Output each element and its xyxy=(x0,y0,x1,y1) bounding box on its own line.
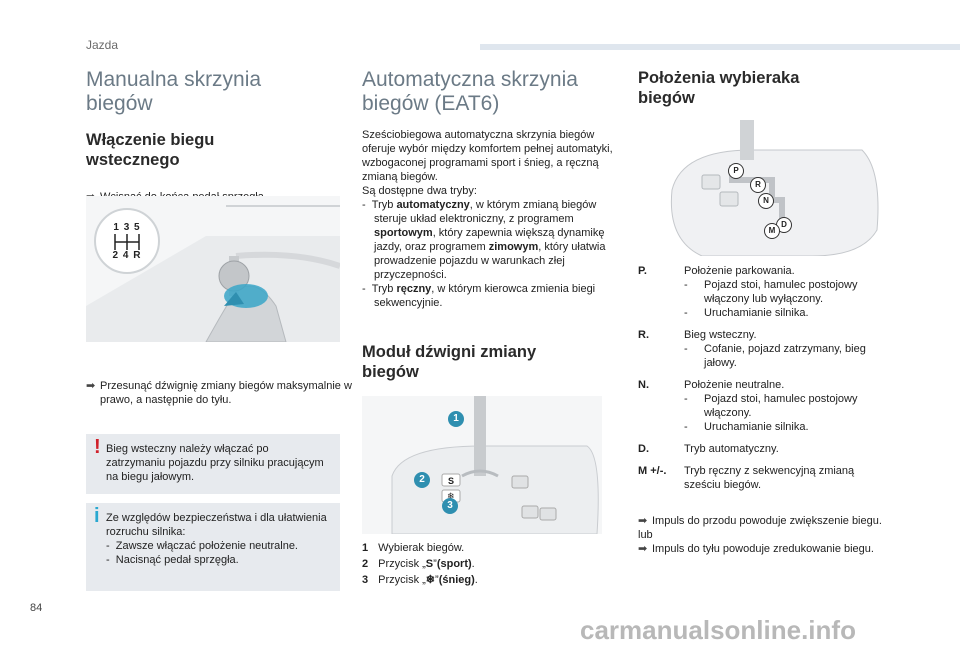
sport-button-label: S xyxy=(448,476,455,486)
selector-positions-title: Położenia wybieraka biegów xyxy=(638,69,800,107)
manual-gearbox-title: Manualna skrzynia biegów xyxy=(86,68,262,115)
mode-manual: - Tryb ręczny, w którym kierowca zmienia… xyxy=(362,283,596,309)
section-label: Jazda xyxy=(86,38,119,52)
col-manual: Manualna skrzynia biegów Włączenie biegu… xyxy=(86,68,336,204)
impulse-down: ➡Impuls do tyłu powoduje zredukowanie bi… xyxy=(638,543,874,555)
callout-2: 2 xyxy=(414,472,430,488)
info-icon: i xyxy=(94,505,100,527)
pointer-icon: ➡ xyxy=(86,380,96,392)
info-intro: Ze względów bezpieczeństwa i dla ułatwie… xyxy=(106,512,327,538)
gate-label-m: M xyxy=(764,223,780,239)
def-m: M +/-. Tryb ręczny z sekwencyjną zmianą … xyxy=(638,465,855,491)
def-n: N. Położenie neutralne. -Pojazd stoi, ha… xyxy=(638,379,858,433)
module-title: Moduł dźwigni zmiany biegów xyxy=(362,343,537,381)
warning-text: Bieg wsteczny należy włączać po zatrzyma… xyxy=(106,443,324,483)
info-box: i Ze względów bezpieczeństwa i dla ułatw… xyxy=(86,503,340,591)
info-item: - Nacisnąć pedał sprzęgła. xyxy=(106,554,239,566)
reverse-gear-title: Włączenie biegu wstecznego xyxy=(86,131,215,169)
selector-module-illustration: S ❄ 1 2 3 xyxy=(362,396,602,535)
positions-definitions: P. Położenie parkowania. -Pojazd stoi, h… xyxy=(638,264,888,500)
gate-label-p: P xyxy=(728,163,744,179)
mode-automatic: - Tryb automatyczny, w którym zmianą bie… xyxy=(362,199,606,281)
gate-illustration: P R N D M xyxy=(662,120,882,257)
legend-item: 2 Przycisk „S” (sport). xyxy=(362,558,475,570)
info-item: - Zawsze włączać położenie neutralne. xyxy=(106,540,298,552)
module-legend: 1 Wybierak biegów. 2 Przycisk „S” (sport… xyxy=(362,540,612,588)
gate-label-n: N xyxy=(758,193,774,209)
step-shift-reverse: ➡Przesunąć dźwignię zmiany biegów maksym… xyxy=(86,380,352,406)
warning-icon: ! xyxy=(94,436,101,458)
automatic-intro: Sześciobiegowa automatyczna skrzynia bie… xyxy=(362,129,613,183)
gate-label-r: R xyxy=(750,177,766,193)
automatic-gearbox-title: Automatyczna skrzynia biegów (EAT6) xyxy=(362,68,578,115)
pointer-icon: ➡ xyxy=(638,515,648,527)
def-r: R. Bieg wsteczny. -Cofanie, pojazd zatrz… xyxy=(638,329,866,369)
warning-box: ! Bieg wsteczny należy włączać po zatrzy… xyxy=(86,434,340,494)
snow-button-label: ❄ xyxy=(447,491,455,501)
impulse-or: lub xyxy=(638,529,653,541)
knob-bottom-labels: 2 4 R xyxy=(112,250,142,261)
col-automatic: Automatyczna skrzynia biegów (EAT6) Sześ… xyxy=(362,68,618,382)
legend-item: 1 Wybierak biegów. xyxy=(362,542,465,554)
legend-item: 3 Przycisk „❄” (śnieg). xyxy=(362,574,478,586)
col-positions: Położenia wybieraka biegów xyxy=(638,68,888,108)
manual-shifter-illustration: 1 3 5 2 4 R xyxy=(86,196,341,343)
impulse-up: ➡Impuls do przodu powoduje zwiększenie b… xyxy=(638,515,882,527)
def-d: D. Tryb automatyczny. xyxy=(638,443,779,455)
pointer-icon: ➡ xyxy=(638,543,648,555)
watermark: carmanualsonline.info xyxy=(580,615,856,645)
modes-intro: Są dostępne dwa tryby: xyxy=(362,185,477,197)
header-bar xyxy=(480,44,960,50)
callout-1: 1 xyxy=(448,411,464,427)
knob-top-labels: 1 3 5 xyxy=(113,222,141,233)
def-p: P. Położenie parkowania. -Pojazd stoi, h… xyxy=(638,265,858,319)
page-number: 84 xyxy=(30,602,43,614)
callout-3: 3 xyxy=(442,498,458,514)
gear-pattern-knob: 1 3 5 2 4 R xyxy=(94,208,160,274)
impulse-notes: ➡Impuls do przodu powoduje zwiększenie b… xyxy=(638,514,888,556)
